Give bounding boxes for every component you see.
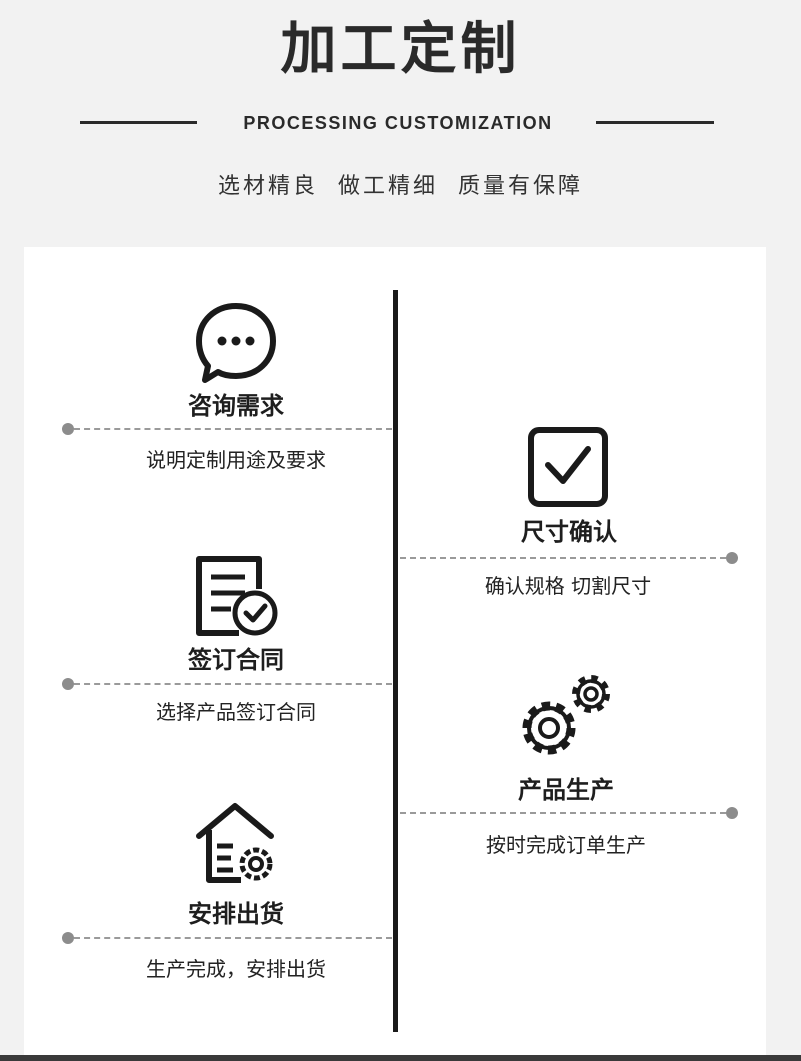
timeline-dot xyxy=(62,678,74,690)
contract-check-icon xyxy=(196,556,278,636)
step-production-title: 产品生产 xyxy=(518,776,614,804)
page-title: 加工定制 xyxy=(280,17,521,82)
step-ship-desc: 生产完成，安排出货 xyxy=(146,957,326,981)
subtitle-rule-left xyxy=(80,121,197,124)
step-size-confirm-desc: 确认规格 切割尺寸 xyxy=(484,574,652,598)
timeline-divider xyxy=(393,290,398,1032)
tagline: 选材精良 做工精细 质量有保障 xyxy=(218,174,583,199)
timeline-dot xyxy=(62,423,74,435)
checkbox-icon xyxy=(528,427,608,507)
chat-bubble-icon xyxy=(196,303,276,383)
bottom-bar xyxy=(0,1055,801,1061)
step-production-desc: 按时完成订单生产 xyxy=(486,833,646,857)
step-contract-desc: 选择产品签订合同 xyxy=(156,700,316,724)
timeline-connector xyxy=(74,428,392,430)
timeline-dot xyxy=(62,932,74,944)
step-ship-title: 安排出货 xyxy=(188,900,284,928)
step-size-confirm-title: 尺寸确认 xyxy=(521,518,617,546)
warehouse-gear-icon xyxy=(196,803,274,883)
page-subtitle: PROCESSING CUSTOMIZATION xyxy=(243,113,553,133)
step-consult-title: 咨询需求 xyxy=(188,392,284,420)
timeline-dot xyxy=(726,807,738,819)
timeline-connector xyxy=(74,937,392,939)
gears-icon xyxy=(522,675,610,755)
timeline-connector xyxy=(400,812,726,814)
timeline-dot xyxy=(726,552,738,564)
subtitle-rule-right xyxy=(596,121,714,124)
timeline-connector xyxy=(74,683,392,685)
timeline-connector xyxy=(400,557,726,559)
step-consult-desc: 说明定制用途及要求 xyxy=(146,448,326,472)
step-contract-title: 签订合同 xyxy=(188,646,284,674)
